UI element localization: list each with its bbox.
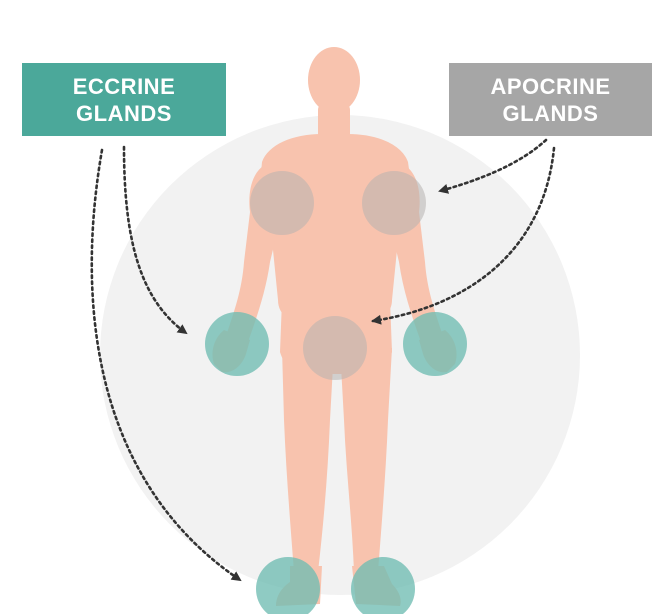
body-left-leg — [282, 348, 334, 572]
eccrine-label-line2: GLANDS — [76, 100, 172, 126]
apocrine-zones — [250, 171, 426, 380]
apocrine-label-line2: GLANDS — [502, 100, 599, 126]
apocrine-glands-label: APOCRINE GLANDS — [449, 63, 652, 136]
apocrine-zone-groin — [303, 316, 367, 380]
eccrine-zone-right-hand — [403, 312, 467, 376]
arrow-eccrine-to-hand — [122, 145, 188, 335]
body-right-leg — [340, 348, 392, 572]
apocrine-label-line1: APOCRINE — [490, 73, 611, 99]
eccrine-glands-label: ECCRINE GLANDS — [22, 63, 226, 136]
arrow-apocrine-to-armpit — [438, 138, 548, 194]
eccrine-zone-left-hand — [205, 312, 269, 376]
body-neck — [318, 102, 350, 142]
body-head — [308, 47, 360, 113]
eccrine-label-line1: ECCRINE — [72, 73, 176, 99]
arrow-apocrine-to-groin — [371, 146, 556, 325]
arrow-eccrine-to-foot — [90, 148, 242, 582]
eccrine-zone-left-foot — [256, 557, 320, 614]
apocrine-zone-left-armpit — [250, 171, 314, 235]
eccrine-zone-right-foot — [351, 557, 415, 614]
eccrine-zones — [205, 312, 467, 614]
apocrine-zone-right-armpit — [362, 171, 426, 235]
pointer-arrows — [90, 138, 556, 582]
